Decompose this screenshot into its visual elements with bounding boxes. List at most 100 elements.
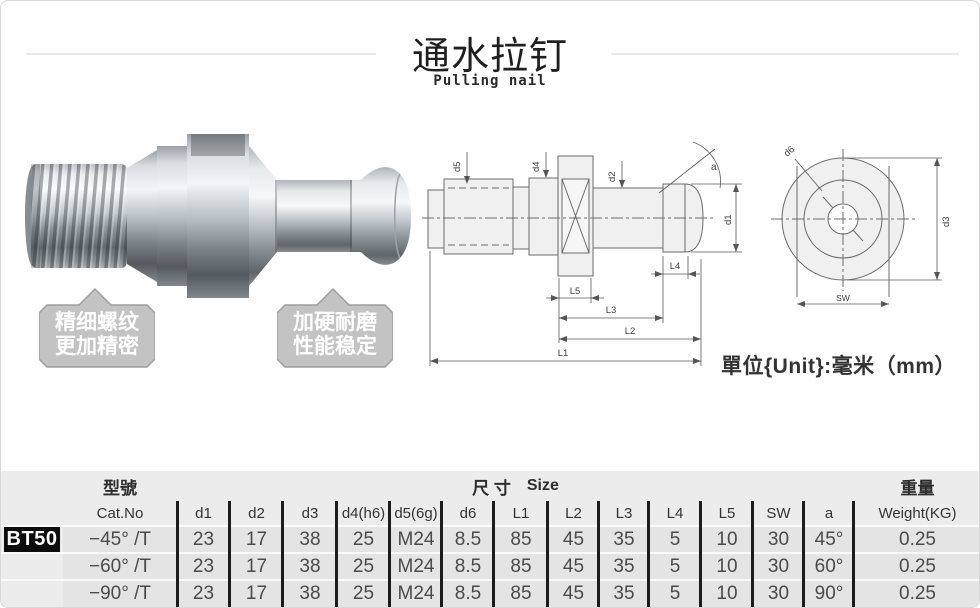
row1-L2: 45 [548, 526, 599, 553]
spec-corner [1, 471, 63, 501]
row2-L4: 5 [649, 553, 701, 580]
row2-a: 60° [804, 553, 854, 580]
row2-L3: 35 [599, 553, 649, 580]
row3-L2: 45 [548, 580, 599, 607]
callout-fine-thread: 精细螺纹 更加精密 [38, 287, 156, 369]
row3-L5: 10 [701, 580, 753, 607]
col-d2: d2 [248, 505, 265, 522]
column-divider [546, 501, 549, 607]
row2-d5: M24 [390, 553, 442, 580]
series-cell: BT50 [1, 526, 63, 553]
row1-d6: 8.5 [442, 526, 494, 553]
column-divider [176, 501, 179, 607]
dim-label-L2: L2 [625, 326, 636, 337]
col-weight: Weight(KG) [878, 505, 957, 522]
page-title: 通水拉钉 [411, 34, 568, 78]
header-model-cn: 型號 [103, 478, 137, 498]
column-divider [440, 501, 443, 607]
callout-hardened: 加硬耐磨 性能稳定 [276, 287, 394, 369]
product-photo [25, 134, 411, 298]
row1-d5: M24 [390, 526, 442, 553]
dim-label-d5: d5 [452, 161, 463, 172]
dim-label-d3: d3 [941, 216, 952, 227]
row1-L3: 35 [599, 526, 649, 553]
col-L1: L1 [512, 505, 530, 522]
row2-L5: 10 [701, 553, 753, 580]
dim-label-d6: d6 [782, 144, 797, 159]
header-weight-cn: 重量 [900, 478, 935, 498]
column-divider [699, 501, 702, 607]
row3-catno: −90° /T [63, 580, 177, 607]
row1-a: 45° [804, 526, 854, 553]
callout-right-line1: 加硬耐磨 [292, 311, 377, 334]
header-size-group: 尺 寸 Size [177, 471, 854, 501]
dim-label-L5: L5 [570, 286, 581, 297]
spec-empty [1, 553, 63, 580]
column-divider [751, 501, 754, 607]
dim-label-a: a [711, 162, 717, 173]
row1-L5: 10 [701, 526, 753, 553]
row2-catno: −60° /T [63, 553, 177, 580]
row3-d4: 25 [337, 580, 390, 607]
row2-L2: 45 [548, 553, 599, 580]
col-d1: d1 [195, 505, 212, 522]
spec-empty [1, 501, 63, 526]
column-divider [802, 501, 805, 607]
row3-L1: 85 [494, 580, 548, 607]
dim-label-sw: SW [836, 293, 850, 303]
column-divider [492, 501, 495, 607]
row3-d5: M24 [390, 580, 442, 607]
row3-d1: 23 [177, 580, 230, 607]
row3-a: 90° [804, 580, 854, 607]
row2-d1: 23 [177, 553, 230, 580]
column-divider [388, 501, 391, 607]
technical-drawing: d5 d4 d2 a d1 L4 L5 L3 L2 L1 d6 d3 SW [422, 141, 952, 366]
row2-L1: 85 [494, 553, 548, 580]
row2-d6: 8.5 [442, 553, 494, 580]
spec-table: 型號 尺 寸 Size 重量 Cat.No d1 d2 d3 d4(h6) d5… [1, 471, 979, 607]
column-divider [228, 501, 231, 607]
row2-d3: 38 [283, 553, 337, 580]
row3-d3: 38 [283, 580, 337, 607]
row1-SW: 30 [753, 526, 804, 553]
row1-L4: 5 [649, 526, 701, 553]
page-subtitle: Pulling nail [433, 73, 547, 89]
col-d6: d6 [459, 505, 477, 522]
row3-L3: 35 [599, 580, 649, 607]
title-divider-right [611, 53, 959, 55]
row2-d2: 17 [230, 553, 283, 580]
row-separator [1, 525, 979, 527]
callout-left-line1: 精细螺纹 [55, 310, 140, 334]
row1-d2: 17 [230, 526, 283, 553]
row2-weight: 0.25 [854, 553, 979, 580]
header-size-en: Size [526, 477, 559, 494]
column-divider [281, 501, 284, 607]
row3-SW: 30 [753, 580, 804, 607]
column-divider [852, 501, 855, 607]
spec-empty [1, 580, 63, 607]
col-d3: d3 [301, 505, 319, 522]
row-separator [1, 579, 979, 581]
dim-label-L3: L3 [606, 305, 617, 316]
header-catno: Cat.No [96, 505, 144, 522]
row-separator [1, 552, 979, 554]
column-divider [335, 501, 338, 607]
header-size-cn: 尺 寸 [472, 478, 511, 498]
title-divider-left [26, 53, 376, 55]
row2-d4: 25 [337, 553, 390, 580]
dim-label-L4: L4 [670, 261, 681, 272]
row1-weight: 0.25 [854, 526, 979, 553]
dim-label-d1: d1 [723, 214, 734, 225]
dim-label-L1: L1 [558, 348, 569, 359]
row1-d4: 25 [337, 526, 390, 553]
row1-catno: −45° /T [63, 526, 177, 553]
col-L4: L4 [666, 505, 684, 522]
row1-d1: 23 [177, 526, 230, 553]
col-L3: L3 [615, 505, 633, 522]
dim-label-d4: d4 [531, 161, 542, 172]
row3-d6: 8.5 [442, 580, 494, 607]
row1-L1: 85 [494, 526, 548, 553]
col-d56g: d5(6g) [394, 505, 438, 522]
row1-d3: 38 [283, 526, 337, 553]
